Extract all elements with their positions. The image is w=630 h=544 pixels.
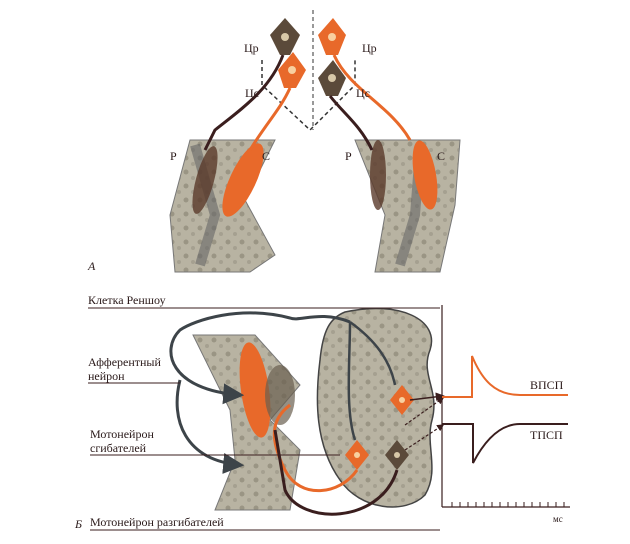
label-left-r: Р (170, 149, 177, 163)
left-cr-axon (203, 54, 285, 151)
right-cs-axon (332, 54, 412, 141)
left-cs-axon (248, 87, 292, 151)
panel-b-letter: Б (74, 517, 82, 531)
epsp-curve (442, 355, 568, 398)
label-right-cs: Цс (356, 86, 370, 100)
panel-a-letter: А (87, 259, 96, 273)
left-leg-flexed (169, 139, 276, 273)
renshaw-cell (385, 440, 409, 470)
panel-b: Клетка Реншоу Афферентный нейрон Мотоней… (74, 293, 570, 531)
motoneuron-flexor (345, 440, 369, 470)
label-afferent-1: Афферентный (88, 355, 161, 369)
label-right-c: С (437, 149, 445, 163)
flexor-muscle (222, 143, 264, 217)
extensor-efferent (272, 403, 359, 493)
epsp-label: ВПСП (530, 378, 564, 392)
panel-a: Цр Цс Р С Цр Цс Р С А (87, 10, 461, 273)
label-afferent-2: нейрон (88, 369, 125, 383)
epsp-dashed-arrow (404, 397, 445, 426)
label-left-cs: Цс (245, 86, 259, 100)
label-right-r: Р (345, 149, 352, 163)
ipsp-dashed-arrow (404, 424, 445, 451)
afferent-into-cord (349, 320, 397, 386)
label-left-c: С (262, 149, 270, 163)
neuron-right-cs (318, 18, 346, 55)
epsp-arrow (409, 392, 445, 402)
label-flexor-1: Мотонейрон (90, 427, 154, 441)
ipsp-curve (442, 423, 568, 464)
potential-graph: ВПСП ТПСП мс (441, 305, 570, 524)
right-flexor-muscle (412, 140, 438, 210)
inhibition-dashed-path (261, 60, 356, 132)
flexor-efferent (273, 429, 399, 516)
afferent-branch (175, 379, 245, 474)
right-leg-extended (354, 139, 461, 273)
neuron-right-cr (318, 60, 346, 96)
label-left-cr: Цр (244, 41, 259, 55)
label-renshaw: Клетка Реншоу (88, 293, 166, 307)
knee-illustration (192, 334, 301, 511)
extensor-muscle (192, 146, 218, 214)
motoneuron-extensor (390, 385, 414, 415)
x-unit-label: мс (553, 514, 563, 524)
neuron-left-cs (278, 52, 306, 88)
label-right-cr: Цр (362, 41, 377, 55)
ipsp-label: ТПСП (530, 428, 563, 442)
right-extensor-muscle (370, 140, 386, 210)
flexor-muscle-b (239, 342, 271, 438)
neuron-left-cr (270, 18, 300, 55)
spinal-cord-section (316, 307, 435, 508)
afferent-to-flexor (347, 321, 357, 441)
afferent-fiber (169, 311, 351, 405)
label-extensor: Мотонейрон разгибателей (90, 515, 224, 529)
label-flexor-2: сгибателей (90, 441, 147, 455)
right-cr-axon (328, 95, 374, 151)
